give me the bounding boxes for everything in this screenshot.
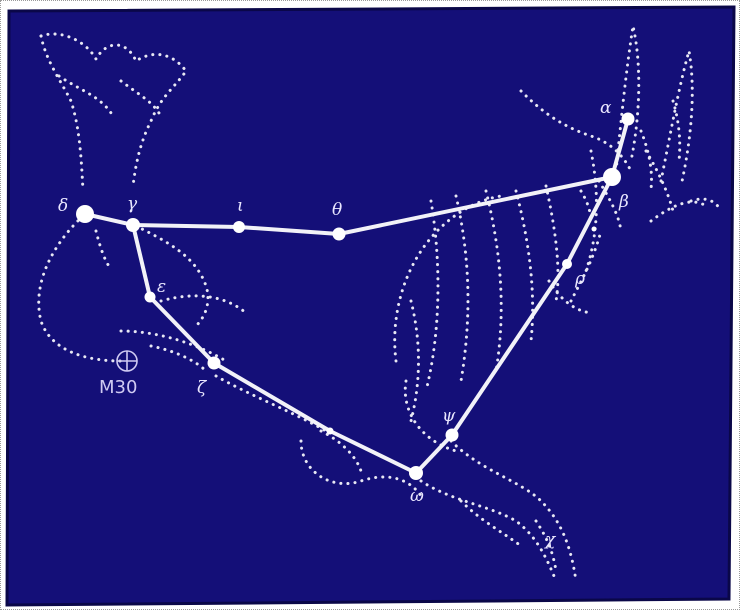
- line-beta-alpha: [610, 117, 630, 179]
- chi-tuft: [534, 519, 558, 573]
- front-leg-outline: [299, 439, 423, 498]
- globular-cluster-icon: [116, 350, 138, 372]
- star-theta: [332, 227, 346, 241]
- star-labels: δ γ ι θ α β ρ ε ζ ψ ω χ M30: [58, 98, 629, 550]
- label-beta: β: [618, 192, 629, 212]
- label-zeta: ζ: [197, 378, 208, 398]
- label-theta: θ: [332, 200, 342, 220]
- left-horn-outline: [614, 25, 641, 173]
- star-psi: [445, 428, 459, 442]
- line-zeta-epsilon: [148, 295, 216, 365]
- right-horn-outline: [659, 50, 694, 188]
- label-m30: M30: [99, 377, 137, 398]
- star-epsilon: [144, 291, 156, 303]
- star-nu: [326, 427, 334, 435]
- star-iota: [233, 221, 245, 233]
- star-gamma: [126, 218, 140, 232]
- goat-belly-outline: [214, 374, 328, 433]
- rear-leg-outline: [449, 439, 578, 583]
- line-theta-beta: [337, 175, 614, 236]
- fur-stroke-6: [409, 299, 420, 423]
- star-delta: [76, 205, 94, 223]
- fur-stroke-2: [454, 194, 470, 383]
- fur-stroke-4: [514, 189, 535, 343]
- fish-tail-outline-inner: [39, 34, 85, 193]
- goat-back-outline: [393, 194, 503, 363]
- line-omega-nu: [328, 429, 418, 475]
- star-alpha: [621, 112, 635, 126]
- fur-stroke-9: [597, 179, 623, 233]
- rear-leg-ridge: [459, 499, 523, 548]
- star-rho: [562, 259, 572, 269]
- star-zeta: [207, 356, 221, 370]
- line-epsilon-gamma: [131, 223, 152, 299]
- label-epsilon: ε: [157, 277, 166, 297]
- label-delta: δ: [58, 196, 68, 216]
- star-beta: [603, 168, 621, 186]
- star-faint-pi: [591, 226, 597, 232]
- label-rho: ρ: [574, 269, 585, 289]
- label-psi: ψ: [442, 406, 456, 426]
- front-fin-lower: [119, 329, 228, 363]
- line-beta-rho: [565, 175, 614, 266]
- constellation-lines: [83, 117, 630, 475]
- label-gamma: γ: [127, 194, 138, 214]
- goat-face-outline: [649, 200, 708, 223]
- fish-tail-outline: [39, 32, 188, 188]
- goat-jaw-outline: [547, 279, 593, 315]
- star-omega: [409, 466, 423, 480]
- line-gamma-iota: [131, 223, 241, 229]
- fish-tail-fin-left: [57, 74, 115, 118]
- line-nu-zeta: [212, 361, 332, 433]
- goat-head-outline: [519, 89, 633, 173]
- fur-stroke-1: [424, 199, 440, 393]
- front-fin-upper: [159, 294, 248, 315]
- head-tuft-3: [671, 99, 682, 163]
- constellation-stars: [76, 112, 635, 480]
- night-sky-background: [5, 5, 736, 607]
- front-fin-ribs: [149, 344, 208, 373]
- fur-stroke-3: [484, 189, 503, 373]
- label-alpha: α: [600, 98, 612, 118]
- rear-leg-outline-inner: [419, 479, 558, 583]
- label-chi: χ: [544, 530, 557, 550]
- label-omega: ω: [410, 486, 424, 506]
- label-iota: ι: [237, 196, 244, 216]
- fish-tail-fin-right: [119, 79, 161, 115]
- line-rho-psi: [450, 262, 569, 437]
- line-psi-omega: [414, 433, 454, 475]
- line-iota-theta: [237, 225, 341, 236]
- sea-goat-figure-outline: [37, 25, 723, 583]
- fur-stroke-5: [544, 184, 560, 303]
